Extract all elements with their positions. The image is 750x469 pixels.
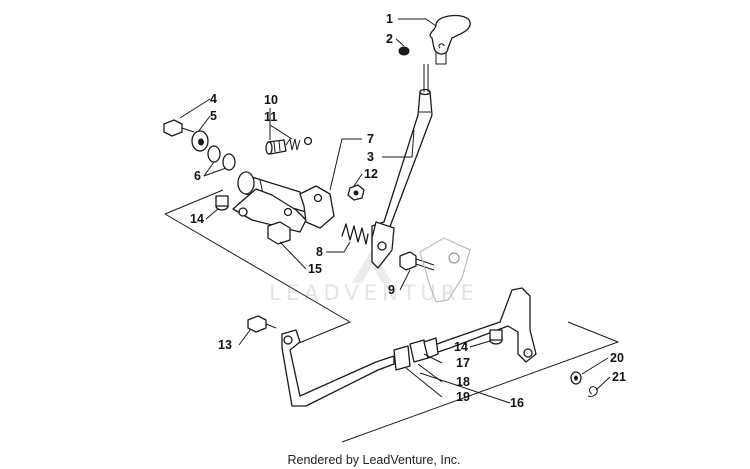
callout-3: 3 xyxy=(367,150,374,164)
flange-nut-lower xyxy=(489,329,503,345)
callout-1: 1 xyxy=(386,12,393,26)
callout-9: 9 xyxy=(388,283,395,297)
detent-plunger xyxy=(265,139,287,155)
callout-8: 8 xyxy=(316,245,323,259)
shift-rod xyxy=(281,287,537,407)
cap-screw-lower xyxy=(247,315,277,333)
compression-spring xyxy=(341,223,369,245)
detent-spring-ball xyxy=(285,136,313,151)
callout-12: 12 xyxy=(364,167,378,181)
set-screw xyxy=(398,46,410,56)
lock-nut xyxy=(267,221,291,245)
cap-screw xyxy=(163,119,195,137)
callout-16: 16 xyxy=(510,396,524,410)
callout-19: 19 xyxy=(456,390,470,404)
callout-5: 5 xyxy=(210,109,217,123)
callout-7: 7 xyxy=(367,132,374,146)
o-rings xyxy=(207,145,236,171)
callout-14-upper: 14 xyxy=(190,212,204,226)
shift-knob xyxy=(429,14,471,65)
callout-10: 10 xyxy=(264,93,278,107)
shift-shaft xyxy=(237,171,307,213)
callout-11: 11 xyxy=(264,110,277,124)
cotter-pin xyxy=(587,386,598,397)
callout-18: 18 xyxy=(456,375,470,389)
leader-lines xyxy=(179,18,611,404)
bolt xyxy=(399,251,435,271)
callout-13: 13 xyxy=(218,338,232,352)
shift-lever xyxy=(371,64,433,269)
callout-4: 4 xyxy=(210,92,217,106)
washer xyxy=(191,130,209,152)
callout-15: 15 xyxy=(308,262,322,276)
nut xyxy=(347,184,365,201)
ghost-shift-arm xyxy=(419,237,471,303)
callout-14-lower: 14 xyxy=(454,340,468,354)
callouts: 1 2 3 4 5 6 7 8 9 10 11 12 13 14 14 15 1… xyxy=(190,12,626,410)
callout-6: 6 xyxy=(194,169,201,183)
watermark-logo xyxy=(352,249,392,283)
callout-2: 2 xyxy=(386,32,393,46)
callout-17: 17 xyxy=(456,356,470,370)
callout-20: 20 xyxy=(610,351,624,365)
callout-21: 21 xyxy=(612,370,626,384)
shift-bracket xyxy=(232,185,335,233)
washer-20 xyxy=(570,371,582,385)
footer-credit: Rendered by LeadVenture, Inc. xyxy=(287,453,460,467)
tie-rod-ends xyxy=(393,337,439,371)
reference-planes xyxy=(164,189,620,443)
flange-nut-upper xyxy=(215,195,229,211)
